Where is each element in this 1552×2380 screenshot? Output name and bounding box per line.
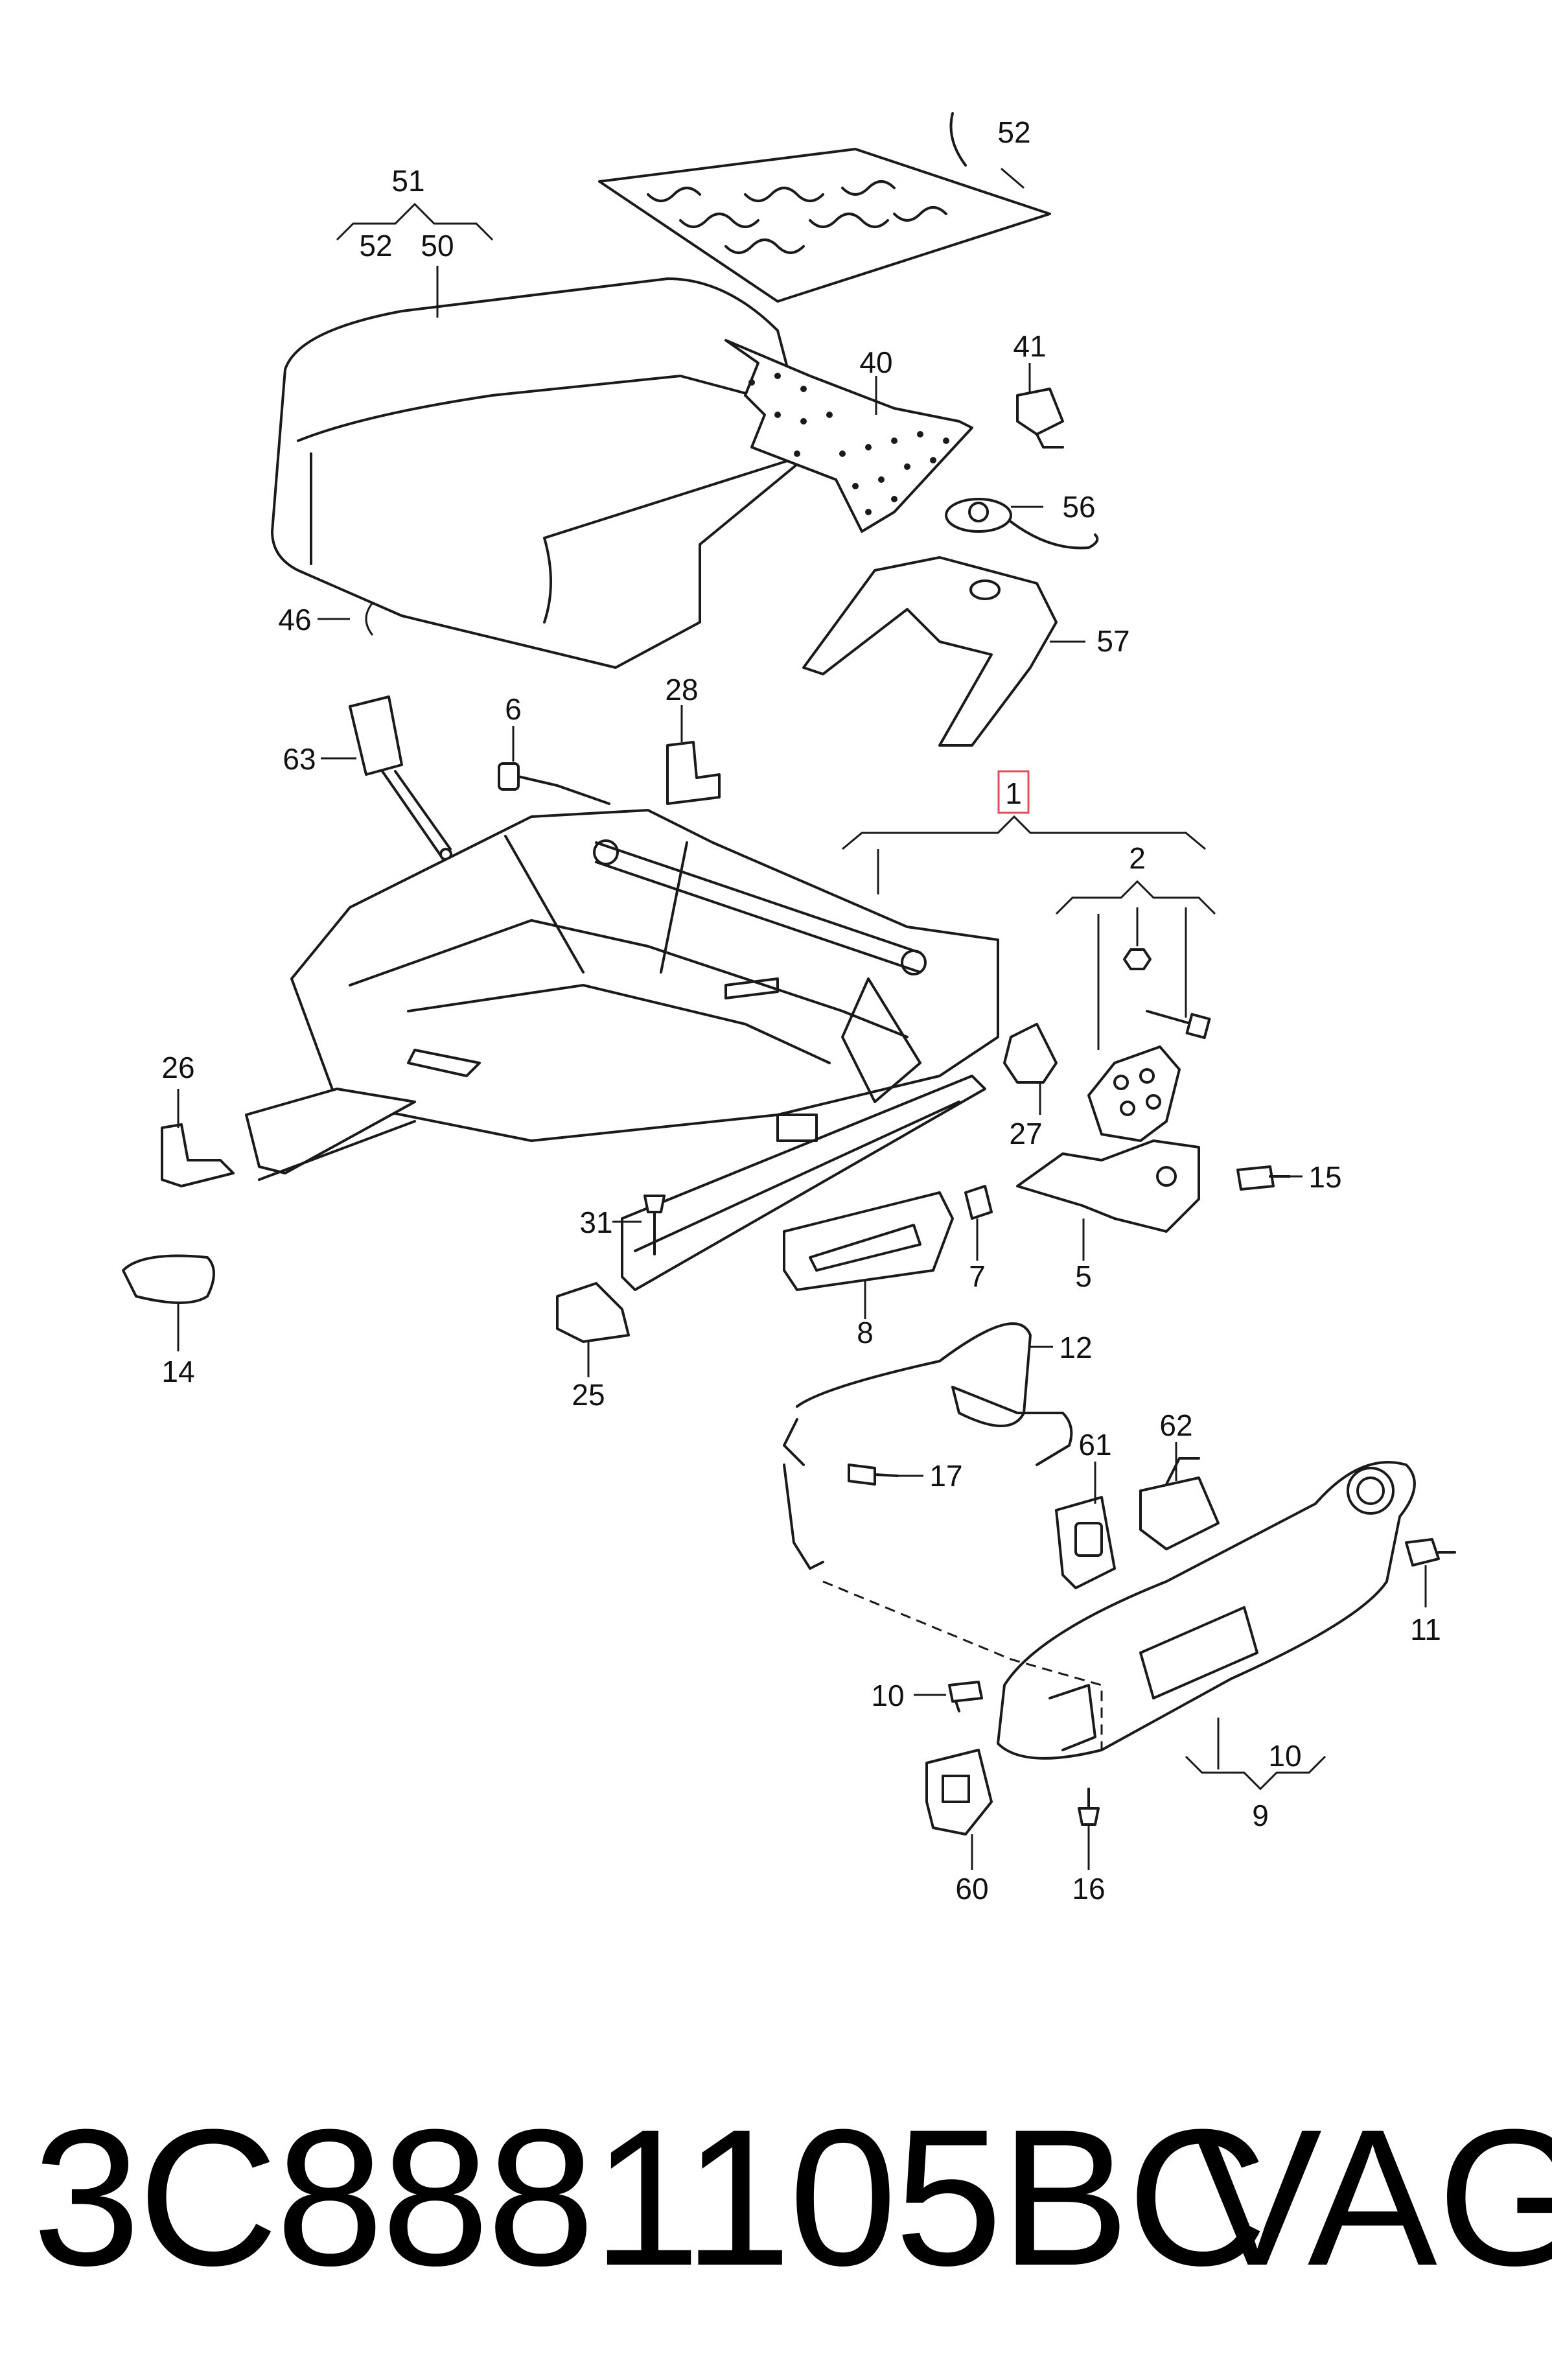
seat-pan-insert-part — [802, 556, 1058, 747]
rod-part-12 — [783, 1322, 1073, 1466]
bracket-part-25 — [556, 1282, 630, 1343]
clip-part-7 — [964, 1185, 993, 1220]
callout-41: 41 — [1013, 329, 1046, 363]
plug-part-11 — [1405, 1538, 1456, 1567]
seat-rails-part — [245, 1075, 986, 1291]
callout-26: 26 — [161, 1051, 194, 1084]
screw-part-31 — [643, 1195, 666, 1255]
callout-16: 16 — [1072, 1872, 1105, 1906]
callout-46: 46 — [278, 603, 311, 636]
callout-57: 57 — [1096, 624, 1129, 658]
callout-17: 17 — [929, 1459, 962, 1493]
sensor-part-56 — [945, 498, 1099, 550]
callout-52-top: 52 — [997, 115, 1030, 149]
callout-1-highlight — [997, 770, 1030, 814]
screw-part-17 — [783, 1464, 899, 1570]
callout-9: 9 — [1252, 1799, 1269, 1832]
callout-56: 56 — [1062, 490, 1095, 524]
callout-25: 25 — [572, 1378, 605, 1412]
callout-6: 6 — [505, 692, 522, 726]
callout-27: 27 — [1009, 1117, 1042, 1150]
screw-part-15 — [1236, 1165, 1291, 1191]
seat-frame-part — [290, 809, 999, 1142]
callout-2: 2 — [1129, 841, 1146, 875]
heating-mat-part — [598, 112, 1051, 303]
seat-cover-part — [271, 277, 811, 669]
bolt-part-6 — [498, 762, 610, 805]
belt-buckle-part — [349, 695, 452, 861]
callout-11: 11 — [1410, 1613, 1441, 1646]
callout-62: 62 — [1159, 1408, 1192, 1442]
handle-part-14 — [122, 1254, 215, 1304]
clip-part-41 — [1016, 388, 1064, 449]
switch-part-61 — [1055, 1496, 1116, 1589]
callout-60: 60 — [955, 1872, 988, 1906]
assembly-line — [822, 1580, 1103, 1750]
callout-31: 31 — [579, 1206, 612, 1239]
callout-10-left: 10 — [871, 1679, 904, 1712]
plate-part-5 — [1016, 1139, 1200, 1233]
hinge-part-2 — [1087, 948, 1211, 1142]
trim-part-8 — [783, 1191, 954, 1291]
callout-labels: 51 52 50 52 40 41 56 57 46 6 28 63 1 2 2… — [161, 115, 1441, 1906]
side-trim-part-9 — [997, 1461, 1416, 1760]
bracket-part-26 — [161, 1123, 235, 1187]
leader-lines — [177, 202, 1427, 1870]
callout-1: 1 — [1005, 776, 1022, 810]
callout-7: 7 — [969, 1259, 986, 1293]
bracket-part-28 — [666, 741, 721, 805]
callout-51: 51 — [391, 164, 424, 198]
switch-part-62 — [1139, 1457, 1220, 1550]
callout-8: 8 — [857, 1316, 874, 1349]
callout-5: 5 — [1075, 1259, 1092, 1293]
brand-name: VAG — [1192, 2088, 1552, 2306]
cap-part-27 — [1003, 1023, 1058, 1084]
callout-28: 28 — [665, 673, 698, 706]
callout-52-left: 52 — [359, 229, 392, 262]
foam-pad-part — [724, 339, 973, 533]
part-number: 3C8881105BC — [32, 2088, 1268, 2306]
callout-15: 15 — [1308, 1160, 1341, 1194]
callout-50: 50 — [421, 229, 454, 262]
switch-part-60 — [925, 1749, 993, 1836]
callout-63: 63 — [283, 742, 316, 776]
callout-61: 61 — [1078, 1428, 1111, 1462]
callout-12: 12 — [1059, 1331, 1092, 1364]
callout-10-right: 10 — [1268, 1739, 1301, 1773]
callout-40: 40 — [859, 345, 892, 379]
clip-part-10 — [948, 1681, 983, 1712]
screw-part-16 — [1078, 1788, 1100, 1826]
callout-14: 14 — [161, 1355, 194, 1388]
